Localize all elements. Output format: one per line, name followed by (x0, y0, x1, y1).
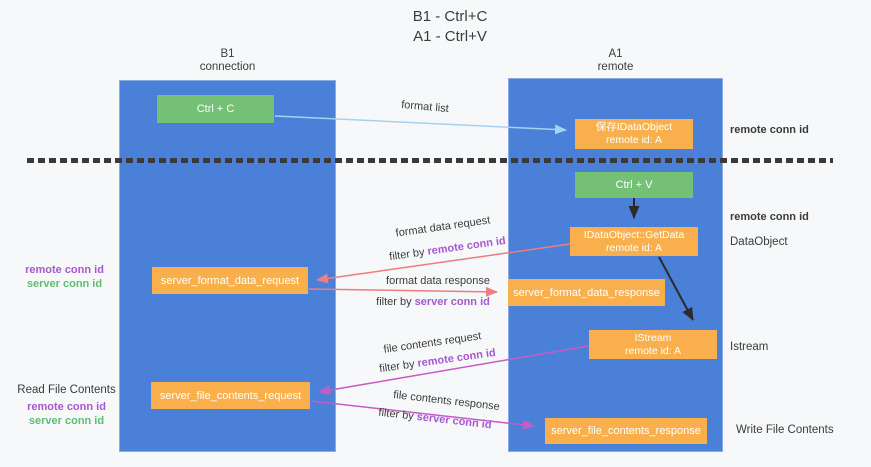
istream-annotation: Istream (730, 341, 769, 353)
ctrl-v-box: Ctrl + V (575, 172, 693, 198)
diagram-title: B1 - Ctrl+C A1 - Ctrl+V (300, 7, 600, 47)
format-data-response-filter-label: filter by server conn id (373, 296, 493, 308)
save-idataobject-line2: remote id: A (605, 134, 663, 146)
server-format-data-response-box: server_format_data_response (508, 279, 665, 306)
getdata-box: IDataObject::GetData remote id: A (570, 227, 698, 256)
remote-conn-id-annotation: remote conn id (730, 211, 809, 223)
server-file-contents-request-label: server_file_contents_request (159, 389, 302, 402)
server-conn-id-annotation: server conn id (26, 278, 103, 290)
remote-conn-id-text: remote conn id (426, 234, 507, 258)
filter-by-text: filter by (376, 296, 415, 308)
filter-by-text: filter by (388, 245, 429, 264)
read-file-contents-annotation: Read File Contents remote conn id server… (14, 383, 119, 428)
write-file-contents-annotation: Write File Contents (736, 424, 834, 436)
remote-conn-id-annotation: remote conn id (27, 401, 106, 413)
ctrl-c-label: Ctrl + C (196, 103, 235, 115)
server-file-contents-response-box: server_file_contents_response (545, 418, 707, 444)
title-line-1: B1 - Ctrl+C (412, 8, 488, 25)
remote-conn-id-text: remote conn id (416, 346, 497, 370)
server-conn-id-text: server conn id (414, 296, 490, 308)
format-data-response-arrow (308, 286, 498, 297)
getdata-line1: IDataObject::GetData (583, 228, 685, 241)
server-format-data-request-label: server_format_data_request (160, 274, 300, 287)
istream-line1: IStream (634, 331, 672, 344)
ctrl-v-label: Ctrl + V (615, 179, 653, 191)
server-conn-id-text: server conn id (416, 410, 493, 432)
phase-separator-dashed-line (27, 158, 833, 163)
left-column-role: connection (199, 61, 256, 73)
getdata-line2: remote id: A (605, 241, 663, 254)
server-file-contents-response-label: server_file_contents_response (551, 425, 701, 437)
filter-by-text: filter by (377, 406, 418, 423)
server-format-data-request-box: server_format_data_request (152, 267, 308, 294)
title-line-2: A1 - Ctrl+V (413, 28, 487, 45)
left-column-name: B1 (220, 48, 235, 60)
right-column-name: A1 (608, 48, 623, 60)
server-file-contents-request-box: server_file_contents_request (151, 382, 310, 409)
remote-conn-id-annotation: remote conn id (730, 124, 809, 136)
istream-box: IStream remote id: A (589, 330, 717, 359)
right-column-role: remote (597, 61, 634, 73)
server-conn-id-annotation: server conn id (28, 415, 105, 427)
right-column-header: A1 remote (508, 48, 723, 74)
dataobject-annotation: DataObject (730, 236, 788, 248)
left-conn-id-annotation: remote conn id server conn id (17, 263, 112, 291)
save-idataobject-box: 保存IDataObject remote id: A (575, 119, 693, 149)
ctrl-c-box: Ctrl + C (157, 95, 274, 123)
remote-conn-id-annotation: remote conn id (25, 264, 104, 276)
save-idataobject-line1: 保存IDataObject (595, 121, 673, 133)
read-file-contents-label: Read File Contents (17, 384, 116, 396)
left-column-header: B1 connection (119, 48, 336, 74)
server-format-data-response-label: server_format_data_response (513, 286, 660, 299)
format-data-response-label: format data response (386, 275, 490, 287)
filter-by-text: filter by (378, 357, 419, 376)
istream-line2: remote id: A (624, 344, 682, 357)
format-list-label: format list (400, 98, 450, 116)
